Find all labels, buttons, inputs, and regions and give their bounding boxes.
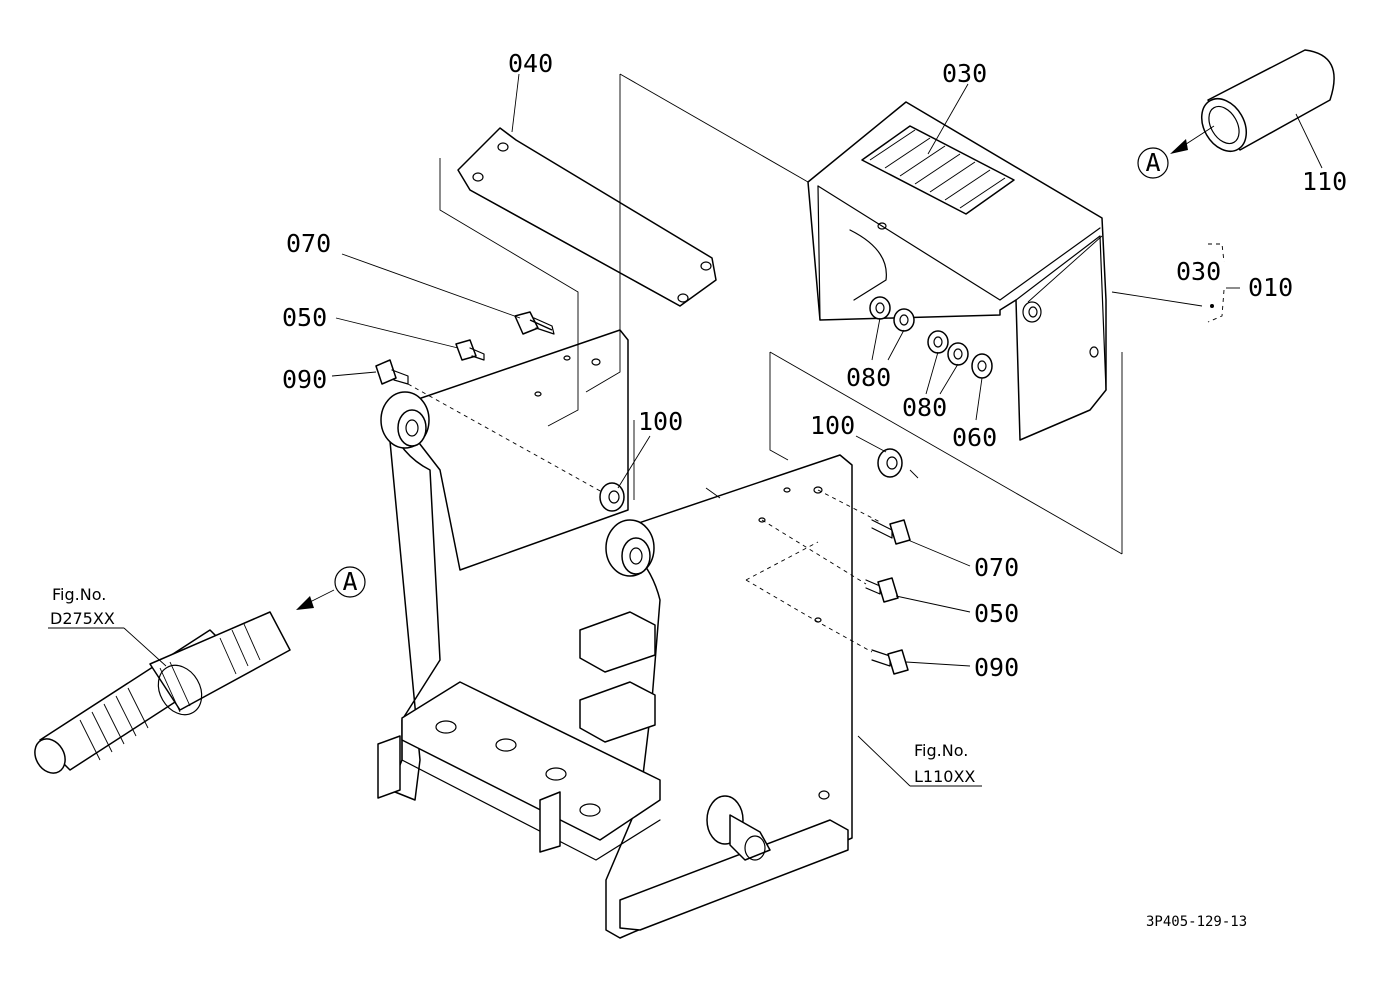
callout-070-right: 070 [974, 553, 1019, 582]
view-marker-a-left: A [296, 566, 366, 610]
bolt-050-right [865, 577, 899, 603]
bolt-090-right [871, 649, 909, 675]
fig-code-right: L110XX [914, 767, 975, 786]
callout-080-a: 080 [846, 363, 891, 392]
bracket-040 [457, 127, 717, 307]
bolt-070-left [514, 311, 555, 335]
callout-050-left: 050 [282, 303, 327, 332]
bolt-050-left [455, 339, 485, 361]
callout-060: 060 [952, 423, 997, 452]
callout-030-top: 030 [942, 59, 987, 88]
fig-label-right: Fig.No. [914, 741, 968, 760]
main-bracket-assembly [377, 329, 853, 939]
callout-100-right: 100 [810, 411, 855, 440]
callout-050-right: 050 [974, 599, 1019, 628]
callout-080-b: 080 [902, 393, 947, 422]
collar-100-right [877, 448, 903, 478]
view-marker-a-top: A [1137, 125, 1215, 179]
pipe-110 [1200, 49, 1335, 152]
collar-100-left [599, 482, 625, 512]
view-marker-a-top-label: A [1145, 148, 1160, 177]
fig-label-left: Fig.No. [52, 585, 106, 604]
callout-040: 040 [508, 49, 553, 78]
nut-080-a1 [869, 296, 891, 320]
view-marker-a-left-label: A [342, 567, 357, 596]
nut-080-b1 [927, 330, 949, 354]
shaft-d275xx [34, 611, 291, 774]
fig-code-left: D275XX [50, 609, 115, 628]
callout-030-bracket: 030 [1176, 257, 1221, 286]
callout-090-right: 090 [974, 653, 1019, 682]
drawing-code: 3P405-129-13 [1146, 914, 1247, 930]
fasteners [375, 296, 993, 675]
callout-100-left: 100 [638, 407, 683, 436]
set-bracket-010 [1207, 243, 1240, 323]
figure-references: Fig.No. D275XX Fig.No. L110XX [50, 585, 975, 786]
callout-070-left: 070 [286, 229, 331, 258]
assembly-lines [407, 73, 1123, 653]
cover-030 [807, 101, 1107, 441]
callout-leaders [48, 73, 1323, 787]
bolt-090-left [375, 359, 409, 385]
callout-labels: 040 030 110 030 010 070 050 090 100 080 … [282, 49, 1347, 682]
nut-080-a2 [893, 308, 915, 332]
callout-110: 110 [1302, 167, 1347, 196]
washer-060 [971, 353, 993, 379]
callout-090-left: 090 [282, 365, 327, 394]
callout-010: 010 [1248, 273, 1293, 302]
nut-080-b2 [947, 342, 969, 366]
bolt-070-right [871, 519, 911, 545]
